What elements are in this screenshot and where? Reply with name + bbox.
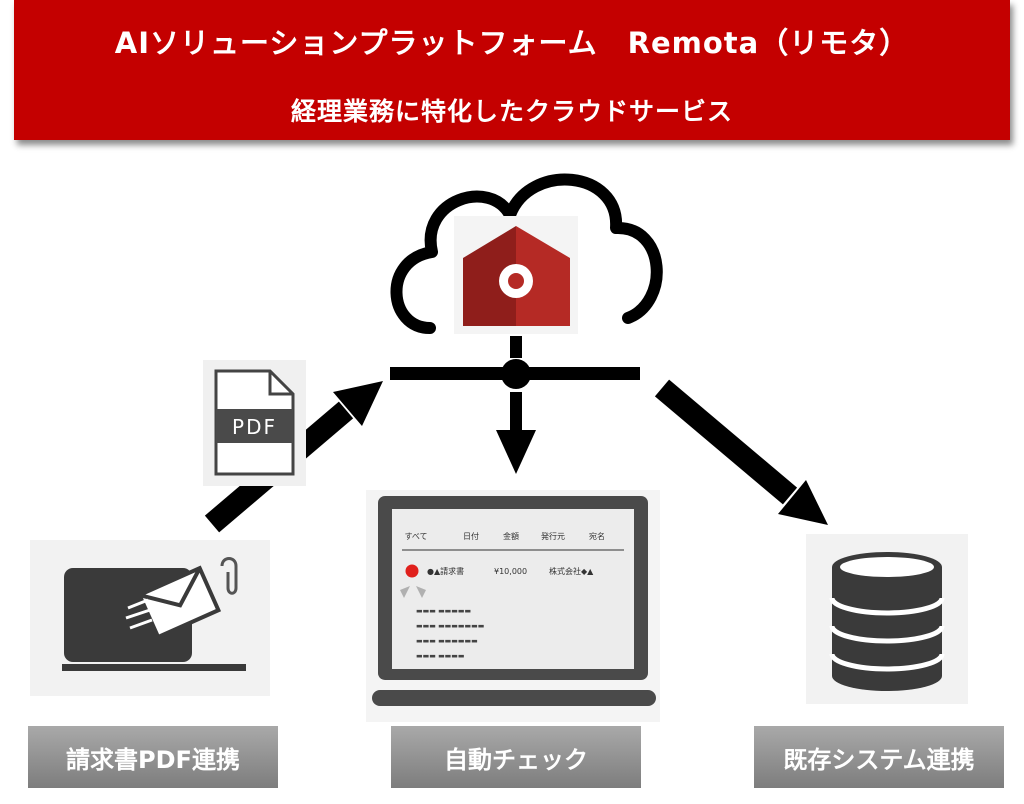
- screen-line-4: ▬▬▬ ▬▬▬▬: [416, 652, 465, 660]
- label-invoice-pdf: 請求書PDF連携: [28, 726, 278, 788]
- label-auto-check: 自動チェック: [391, 726, 641, 788]
- screen-row-title: ●▲請求書: [427, 566, 464, 576]
- alert-dot: [405, 564, 419, 578]
- screen-row-company: 株式会社◆▲: [549, 566, 594, 576]
- title-banner: AIソリューションプラットフォーム Remota（リモタ） 経理業務に特化したク…: [14, 0, 1010, 140]
- banner-title: AIソリューションプラットフォーム Remota（リモタ）: [114, 26, 910, 60]
- database-icon: [806, 534, 968, 704]
- screen-header-recipient: 宛名: [589, 531, 605, 541]
- pdf-icon-text: PDF: [232, 415, 277, 439]
- banner-subtitle: 経理業務に特化したクラウドサービス: [290, 97, 733, 126]
- arrow-down-icon: [496, 430, 536, 474]
- remota-house-logo: [463, 226, 570, 326]
- label-system-integration: 既存システム連携: [754, 726, 1004, 788]
- screen-line-2: ▬▬▬ ▬▬▬▬▬▬▬: [416, 622, 484, 630]
- arrow-down-right-icon: [654, 379, 828, 525]
- email-import-icon: [30, 540, 270, 696]
- screen-header-amount: 金額: [503, 531, 519, 541]
- screen-header-all: すべて: [404, 532, 427, 541]
- pdf-file-icon: PDF: [203, 360, 306, 486]
- hub-connector: [390, 336, 640, 474]
- screen-line-1: ▬▬▬ ▬▬▬▬▬: [416, 607, 471, 615]
- screen-line-3: ▬▬▬ ▬▬▬▬▬▬: [416, 637, 478, 645]
- screen-header-issuer: 発行元: [541, 531, 565, 541]
- laptop-icon: すべて 日付 金額 発行元 宛名 ●▲請求書 ¥10,000 株式会社◆▲ ▬▬…: [366, 490, 660, 722]
- cloud-icon: [390, 173, 663, 334]
- screen-row-amount: ¥10,000: [494, 567, 527, 576]
- screen-header-date: 日付: [463, 531, 479, 541]
